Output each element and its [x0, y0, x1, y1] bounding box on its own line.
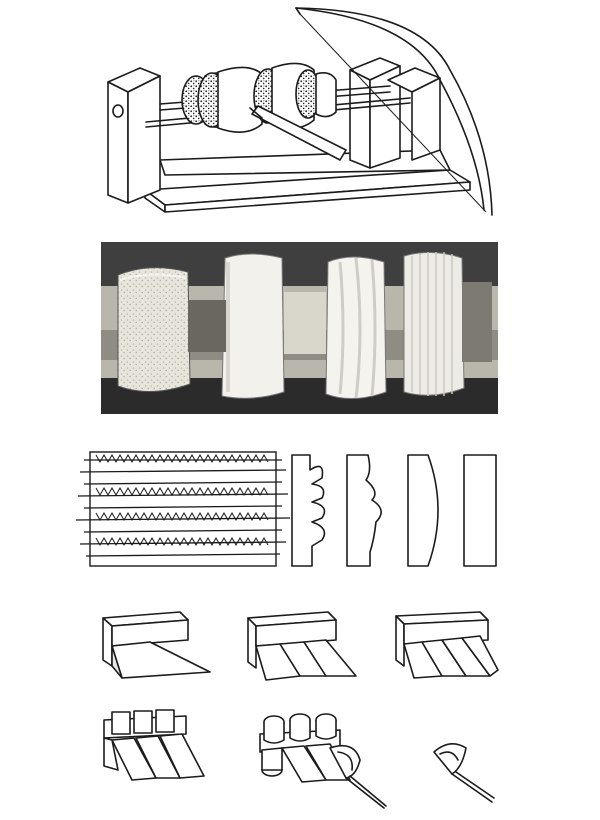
wheel-profiles-panel [75, 451, 497, 567]
lathe-base [144, 149, 471, 213]
cutter-block-single [102, 611, 211, 679]
wheel-photo-panel [101, 242, 498, 414]
profile-flat [463, 454, 497, 567]
single-drill-bit [433, 743, 495, 803]
serrated-wheel [75, 451, 291, 567]
profile-convex [407, 454, 439, 567]
tool-handle [249, 105, 347, 161]
bow-lathe-panel [107, 7, 493, 216]
assembled-tools-panel [103, 709, 495, 809]
bow [295, 7, 493, 216]
cutter-block-four [395, 611, 499, 679]
tool-set-round [259, 713, 387, 809]
tool-set-square [103, 709, 205, 781]
cutter-block-triple [247, 611, 357, 681]
right-upright [349, 57, 441, 169]
profile-deep-grooves [291, 454, 326, 567]
cutter-blocks-panel [102, 611, 499, 681]
profile-wavy [346, 454, 382, 567]
grinding-wheels [181, 62, 337, 133]
left-upright [107, 67, 161, 204]
